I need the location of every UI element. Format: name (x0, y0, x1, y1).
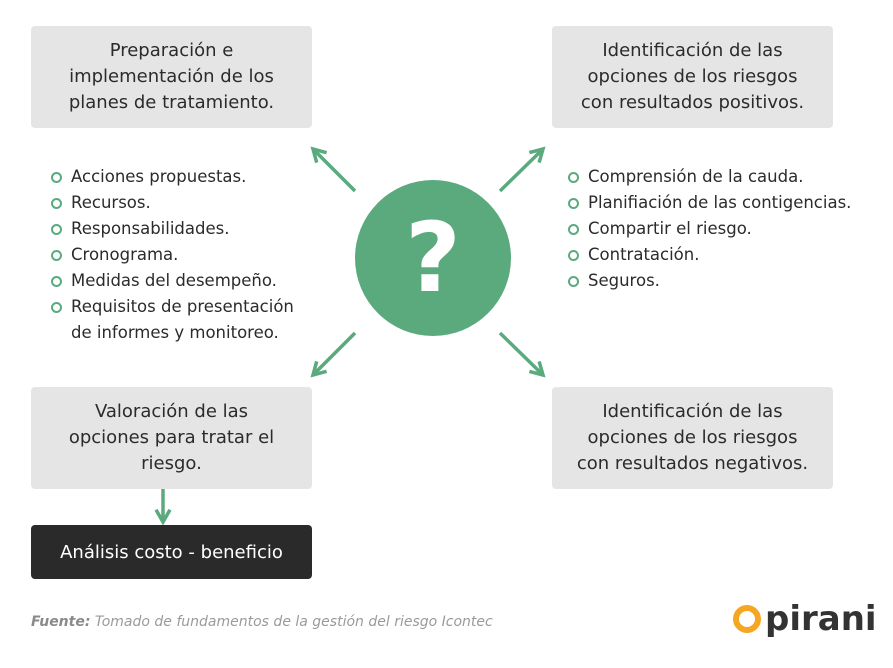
box-preparation: Preparación e implementación de los plan… (31, 26, 312, 128)
pirani-logo: pirani (733, 602, 877, 636)
list-item: Acciones propuestas. (51, 164, 294, 190)
logo-ring-icon (733, 605, 761, 633)
bullet-icon (568, 249, 579, 261)
bullet-icon (51, 171, 62, 183)
bullet-icon (51, 223, 62, 235)
box-treatment-valuation: Valoración de las opciones para tratar e… (31, 387, 312, 489)
bullet-icon (568, 223, 579, 235)
arrow-to-top-right (498, 146, 546, 193)
logo-text: pirani (765, 599, 877, 639)
arrow-to-bottom-right (498, 331, 546, 378)
box-negative-risk-options: Identificación de las opciones de los ri… (552, 387, 833, 489)
bullet-icon (51, 275, 62, 287)
bullet-icon (568, 275, 579, 287)
source-caption: Fuente: Tomado de fundamentos de la gest… (31, 614, 493, 630)
list-item: Contratación. (568, 242, 851, 268)
arrow-to-bottom-left (310, 331, 357, 378)
arrow-to-top-left (310, 146, 357, 193)
question-mark-icon: ? (355, 180, 511, 336)
bullet-icon (51, 249, 62, 261)
source-label: Fuente: (31, 614, 91, 630)
list-item: Responsabilidades. (51, 216, 294, 242)
bullet-icon (568, 171, 579, 183)
bullet-icon (568, 197, 579, 209)
cost-benefit-box: Análisis costo - beneficio (31, 525, 312, 579)
list-item: Compartir el riesgo. (568, 216, 851, 242)
list-item: Recursos. (51, 190, 294, 216)
list-item: Seguros. (568, 268, 851, 294)
right-bullet-list: Comprensión de la cauda. Planifiación de… (568, 164, 851, 294)
bullet-icon (51, 197, 62, 209)
list-item: Comprensión de la cauda. (568, 164, 851, 190)
left-bullet-list: Acciones propuestas. Recursos. Responsab… (51, 164, 294, 346)
list-item-continuation: de informes y monitoreo. (71, 323, 279, 342)
list-item: Planifiación de las contigencias. (568, 190, 851, 216)
box-positive-risk-options: Identificación de las opciones de los ri… (552, 26, 833, 128)
list-item: Cronograma. (51, 242, 294, 268)
list-item: Requisitos de presentación (51, 294, 294, 320)
list-item: Medidas del desempeño. (51, 268, 294, 294)
bullet-icon (51, 301, 62, 313)
source-text: Tomado de fundamentos de la gestión del … (94, 614, 493, 630)
